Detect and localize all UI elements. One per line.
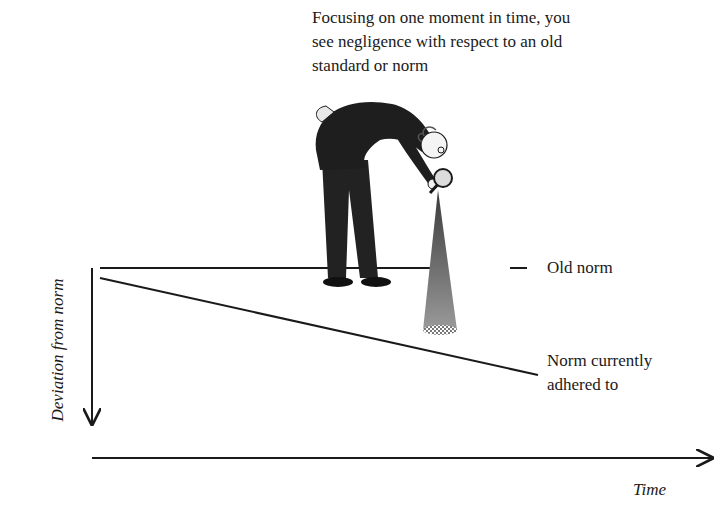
inspector-figure bbox=[316, 102, 452, 287]
axis-label: Deviation from norm bbox=[46, 279, 70, 422]
annotation-note: Focusing on one moment in time, you see … bbox=[312, 6, 574, 78]
current-norm-line bbox=[100, 278, 538, 375]
x-axis bbox=[92, 457, 712, 459]
axis-label: Time bbox=[633, 478, 713, 502]
spotlight-cone bbox=[423, 190, 457, 330]
line-label: Old norm bbox=[547, 256, 707, 280]
line-label: Norm currently adhered to bbox=[547, 349, 687, 397]
old-norm-line bbox=[100, 267, 430, 269]
y-axis bbox=[91, 268, 93, 424]
spotlight-spot bbox=[423, 325, 457, 335]
old-norm-line bbox=[510, 267, 527, 269]
